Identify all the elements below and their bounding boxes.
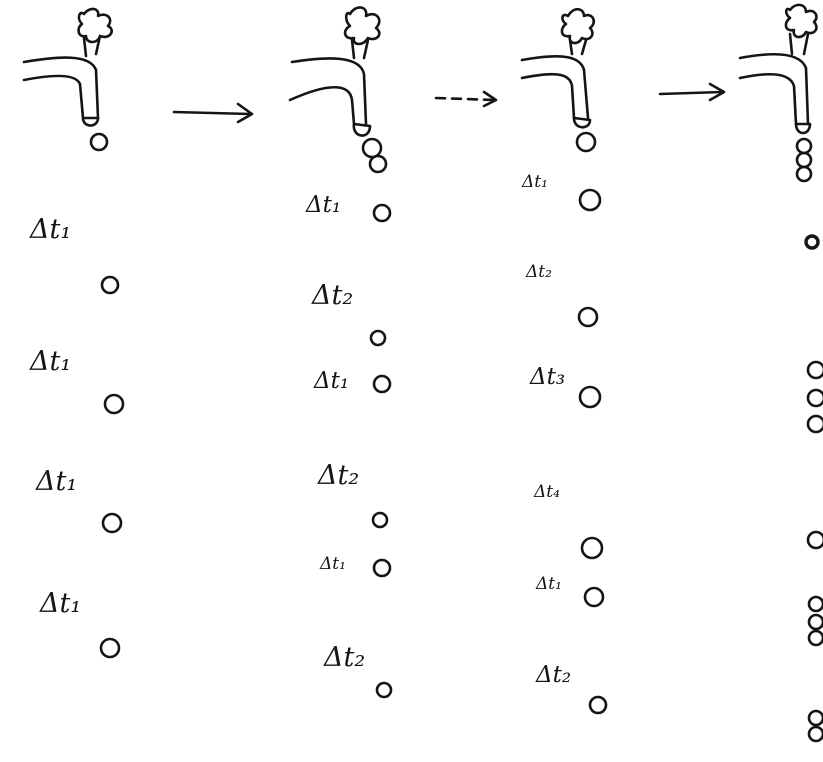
interval-label: Δt₁ (30, 214, 72, 245)
interval-label: Δt₁ (320, 554, 346, 574)
drop (372, 558, 392, 578)
interval-label: Δt₁ (536, 574, 562, 594)
drop (583, 586, 605, 608)
faucet-4-handle-icon (784, 3, 818, 39)
drop (807, 725, 823, 743)
interval-label: Δt₂ (312, 280, 354, 311)
drop (375, 681, 393, 699)
drop (371, 511, 389, 529)
interval-label: Δt₂ (536, 662, 572, 688)
faucet-2-nozzle (352, 122, 372, 137)
drop (580, 536, 604, 560)
faucet-3-handle-icon (560, 7, 596, 45)
faucet-2-spout (288, 57, 368, 126)
faucet-2 (288, 6, 388, 174)
faucet-3-forming-drop (575, 131, 597, 153)
drop (588, 695, 608, 715)
faucet-4-forming-drop-1 (795, 137, 813, 155)
interval-label: Δt₁ (314, 368, 350, 394)
arrow-1-head (236, 102, 254, 124)
column-3-drops (577, 188, 608, 715)
faucet-1-nozzle (81, 116, 100, 127)
faucet-2-forming-drop-upper (361, 137, 383, 159)
arrow-2-shaft (434, 96, 496, 102)
drop (807, 595, 823, 613)
arrow-2-head (482, 90, 498, 108)
arrow-2 (434, 90, 498, 108)
drop (101, 512, 123, 534)
faucet-4-nozzle (794, 122, 812, 135)
faucet-4 (738, 3, 818, 183)
faucet-1-handle-icon (77, 7, 113, 44)
interval-label: Δt₁ (40, 588, 82, 619)
faucet-4-valve-stem (788, 32, 810, 56)
drop (578, 385, 602, 409)
faucet-2-handle-icon (343, 6, 381, 46)
drop (100, 275, 120, 295)
faucet-1-forming-drop (89, 132, 109, 152)
interval-label: Δt₄ (534, 482, 560, 502)
interval-label: Δt₁ (522, 172, 548, 192)
faucet-1 (22, 7, 113, 152)
drop (806, 388, 823, 408)
arrow-3 (658, 82, 726, 102)
drop (372, 374, 392, 394)
interval-label: Δt₁ (36, 466, 78, 497)
arrow-1-shaft (172, 110, 252, 116)
drop (372, 203, 392, 223)
drop (806, 360, 823, 380)
column-2-drops (369, 203, 393, 699)
interval-label: Δt₃ (530, 364, 566, 390)
faucet-2-forming-drop-lower (368, 154, 388, 174)
drop (369, 329, 387, 347)
faucet-2-valve-stem (350, 38, 370, 60)
drop (804, 234, 820, 250)
faucet-4-forming-drop-3 (795, 165, 813, 183)
drop (807, 613, 823, 631)
column-4-drops (804, 234, 823, 743)
faucet-4-forming-drop-2 (795, 151, 813, 169)
interval-label: Δt₁ (306, 192, 342, 218)
drop (103, 393, 125, 415)
faucet-3-spout (520, 55, 590, 120)
drop (806, 530, 823, 550)
faucet-3 (520, 7, 597, 153)
drop (578, 188, 602, 212)
drop (577, 306, 599, 328)
interval-label: Δt₂ (318, 460, 360, 491)
drop (806, 414, 823, 434)
interval-label: Δt₂ (526, 262, 552, 282)
faucet-3-nozzle (572, 116, 592, 129)
drop (807, 629, 823, 647)
arrow-3-head (708, 82, 726, 102)
arrow-3-shaft (658, 90, 724, 96)
drop (807, 709, 823, 727)
interval-label: Δt₁ (30, 346, 72, 377)
drop (99, 637, 121, 659)
column-1-drops (99, 275, 125, 659)
faucet-1-spout (22, 56, 100, 120)
arrow-1 (172, 102, 254, 124)
interval-label: Δt₂ (324, 642, 366, 673)
faucet-4-spout (738, 53, 810, 126)
